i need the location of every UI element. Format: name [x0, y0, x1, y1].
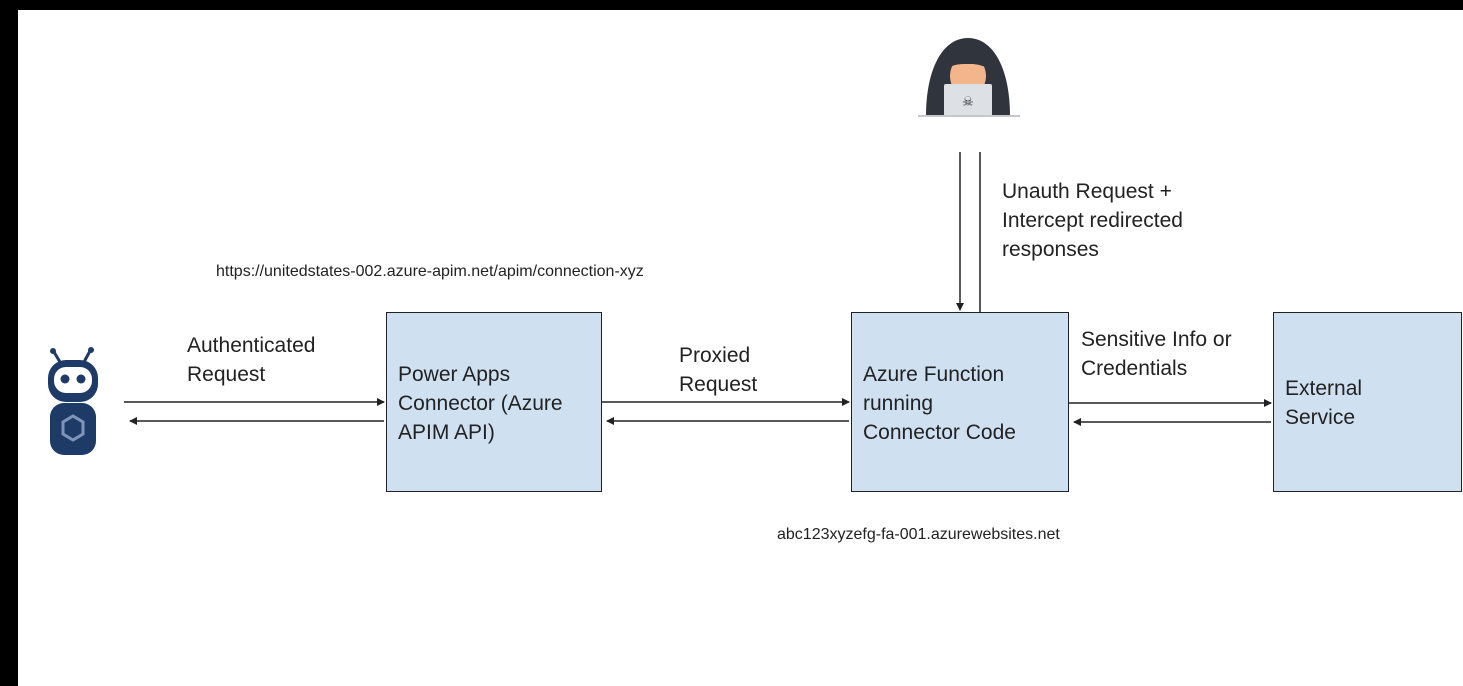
proxied-request-label: Proxied Request — [679, 344, 758, 396]
authenticated-request-label: Authenticated Request — [187, 334, 316, 386]
power-apps-connector-box — [386, 312, 602, 492]
sensitive-info-label: Sensitive Info or Credentials — [1081, 328, 1232, 380]
diagram-connectors: ☠ — [48, 38, 1272, 455]
diagram-canvas: ☠ Power Apps Connector (Azure APIM API) … — [18, 10, 1463, 686]
function-url-label: abc123xyzefg-fa-001.azurewebsites.net — [777, 526, 1060, 543]
hooded-hacker-laptop-icon: ☠ — [918, 38, 1020, 117]
apim-url-label: https://unitedstates-002.azure-apim.net/… — [216, 263, 644, 280]
azure-function-box — [851, 312, 1069, 492]
svg-text:☠: ☠ — [962, 95, 974, 110]
power-apps-connector-label: Power Apps Connector (Azure APIM API) — [398, 363, 563, 444]
external-service-box — [1273, 312, 1462, 492]
external-service-label: External Service — [1285, 377, 1363, 429]
azure-function-label: Azure Function running Connector Code — [863, 363, 1016, 444]
unauth-request-label: Unauth Request + Intercept redirected re… — [1002, 180, 1183, 261]
robot-bot-icon — [48, 347, 98, 455]
